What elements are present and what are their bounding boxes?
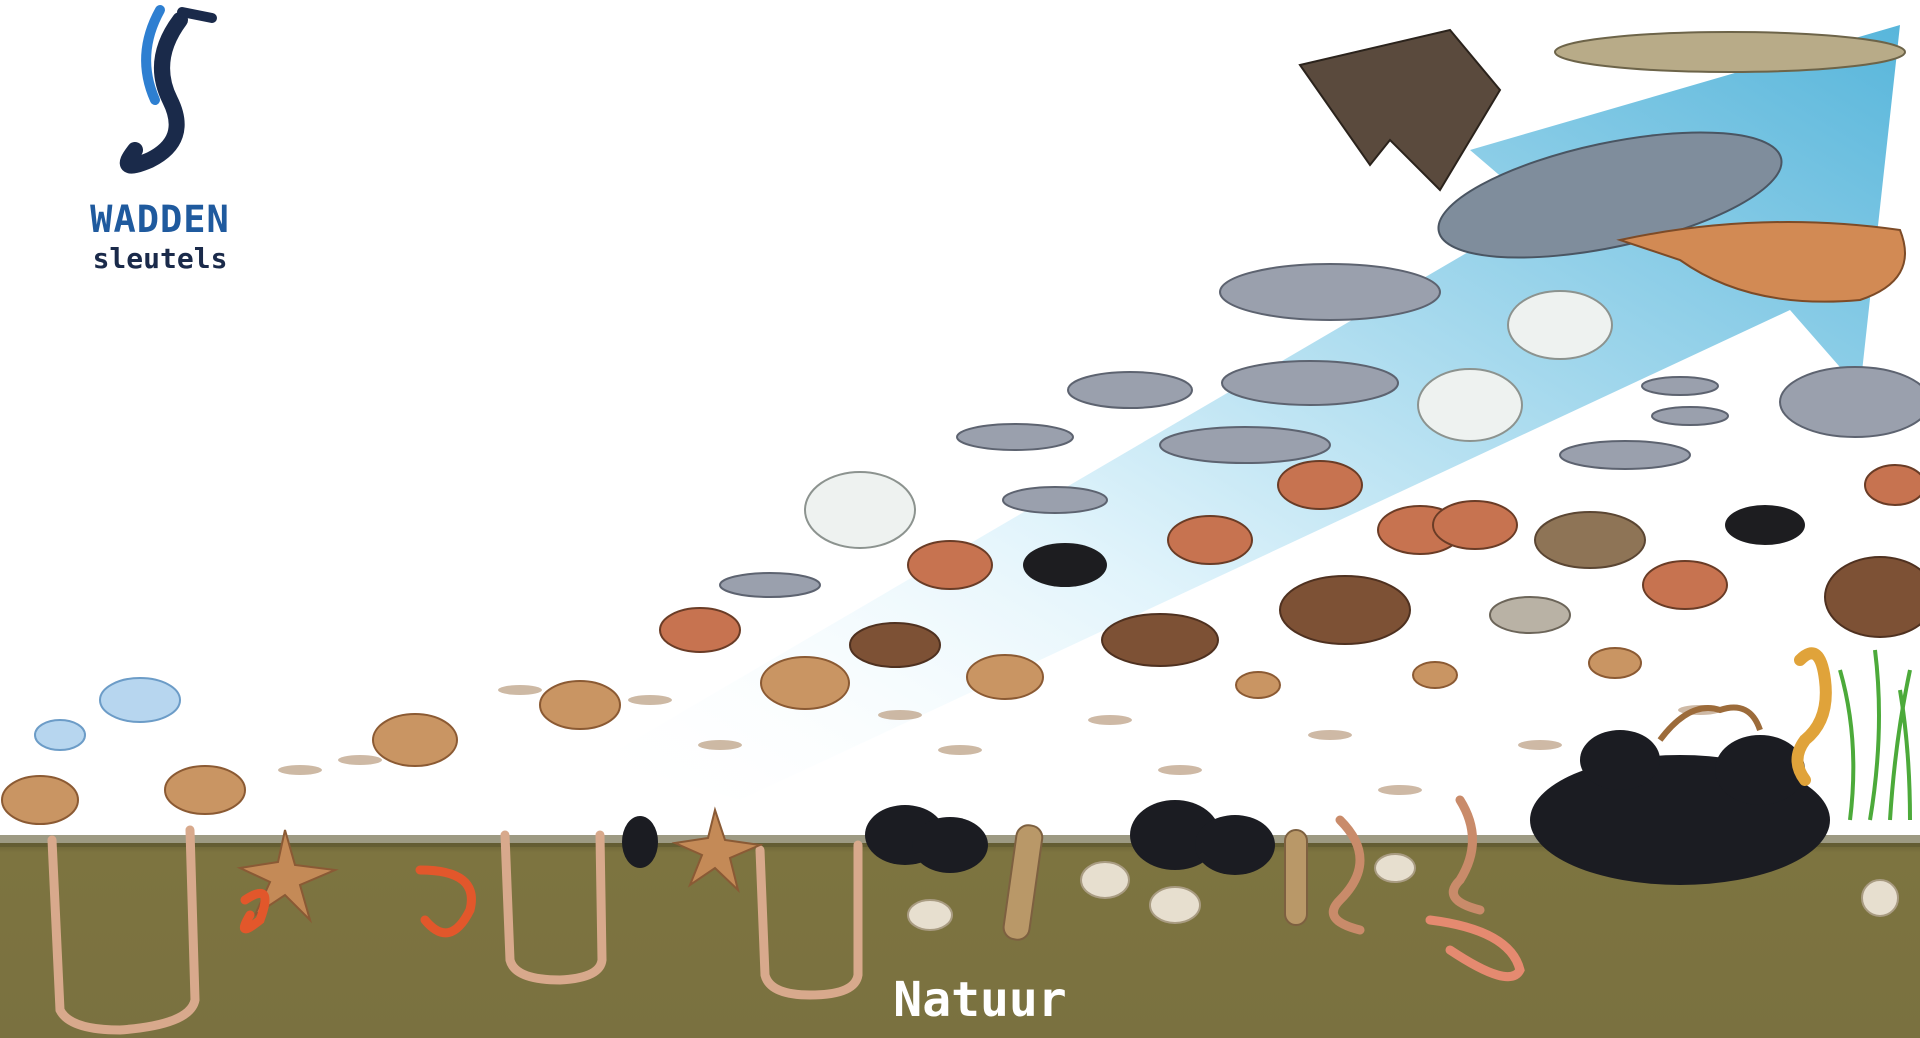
logo-wordmark: WADDEN <box>70 200 250 240</box>
seahorse-icon <box>128 10 212 166</box>
logo-subtitle: sleutels <box>70 243 250 275</box>
caption: Natuur <box>860 970 1100 1030</box>
shrimps <box>278 685 1722 795</box>
jellyfish <box>35 678 180 750</box>
